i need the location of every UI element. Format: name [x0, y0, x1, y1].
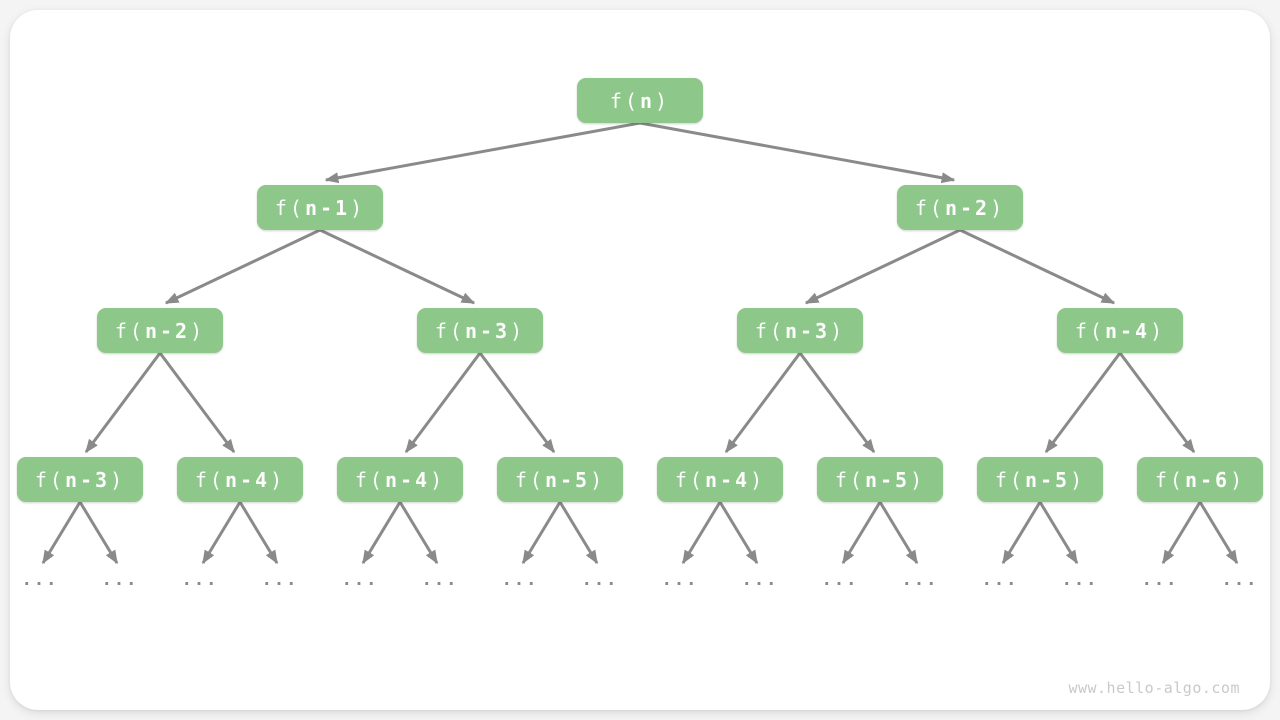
node-label-prefix: f(: [1154, 467, 1185, 492]
tree-node: f(n-6): [1137, 457, 1263, 502]
node-label-suffix: ): [270, 467, 286, 492]
ellipsis-label: ...: [21, 570, 59, 590]
node-label-suffix: ): [830, 318, 846, 343]
node-label-arg: n-3: [464, 318, 511, 343]
node-label-arg: n-5: [864, 467, 911, 492]
ellipsis-label: ...: [1221, 570, 1259, 590]
node-label-prefix: f(: [434, 318, 465, 343]
node-label-suffix: ): [110, 467, 126, 492]
node-label-prefix: f(: [194, 467, 225, 492]
node-label-arg: n: [640, 88, 656, 113]
tree-node: f(n-2): [97, 308, 223, 353]
ellipsis-label: ...: [1141, 570, 1179, 590]
node-label-suffix: ): [1150, 318, 1166, 343]
node-label-suffix: ): [1230, 467, 1246, 492]
node-label-prefix: f(: [834, 467, 865, 492]
node-label-prefix: f(: [914, 195, 945, 220]
tree-node: f(n-5): [817, 457, 943, 502]
node-label-suffix: ): [910, 467, 926, 492]
tree-node: f(n-4): [1057, 308, 1183, 353]
tree-node: f(n-4): [337, 457, 463, 502]
ellipsis-label: ...: [101, 570, 139, 590]
node-label-suffix: ): [655, 88, 671, 113]
node-label-prefix: f(: [354, 467, 385, 492]
node-label-arg: n-6: [1184, 467, 1231, 492]
node-label-suffix: ): [590, 467, 606, 492]
node-label-arg: n-4: [384, 467, 431, 492]
node-label-suffix: ): [990, 195, 1006, 220]
node-label-prefix: f(: [274, 195, 305, 220]
ellipsis-label: ...: [581, 570, 619, 590]
node-label-arg: n-1: [304, 195, 351, 220]
node-label-suffix: ): [190, 318, 206, 343]
node-label-prefix: f(: [609, 88, 640, 113]
tree-node: f(n-1): [257, 185, 383, 230]
node-label-suffix: ): [350, 195, 366, 220]
tree-node: f(n-3): [17, 457, 143, 502]
node-label-arg: n-2: [944, 195, 991, 220]
node-label-arg: n-3: [784, 318, 831, 343]
node-label-prefix: f(: [34, 467, 65, 492]
tree-node: f(n-4): [657, 457, 783, 502]
node-label-arg: n-3: [64, 467, 111, 492]
node-label-suffix: ): [750, 467, 766, 492]
ellipsis-label: ...: [501, 570, 539, 590]
ellipsis-label: ...: [821, 570, 859, 590]
node-label-suffix: ): [510, 318, 526, 343]
ellipsis-label: ...: [741, 570, 779, 590]
node-label-prefix: f(: [754, 318, 785, 343]
node-label-prefix: f(: [114, 318, 145, 343]
tree-node: f(n-4): [177, 457, 303, 502]
node-label-arg: n-4: [1104, 318, 1151, 343]
node-label-prefix: f(: [1074, 318, 1105, 343]
tree-node: f(n-3): [417, 308, 543, 353]
node-label-arg: n-4: [224, 467, 271, 492]
ellipsis-label: ...: [661, 570, 699, 590]
ellipsis-label: ...: [181, 570, 219, 590]
tree-node: f(n-3): [737, 308, 863, 353]
watermark: www.hello-algo.com: [1068, 679, 1240, 697]
ellipsis-label: ...: [341, 570, 379, 590]
ellipsis-label: ...: [421, 570, 459, 590]
node-label-prefix: f(: [994, 467, 1025, 492]
tree-node: f(n-5): [497, 457, 623, 502]
ellipsis-label: ...: [981, 570, 1019, 590]
tree-node: f(n): [577, 78, 703, 123]
tree-node: f(n-5): [977, 457, 1103, 502]
node-label-arg: n-5: [544, 467, 591, 492]
tree-node: f(n-2): [897, 185, 1023, 230]
ellipsis-label: ...: [901, 570, 939, 590]
node-label-prefix: f(: [674, 467, 705, 492]
node-label-arg: n-2: [144, 318, 191, 343]
node-label-arg: n-4: [704, 467, 751, 492]
ellipsis-label: ...: [1061, 570, 1099, 590]
node-label-arg: n-5: [1024, 467, 1071, 492]
node-label-suffix: ): [1070, 467, 1086, 492]
node-label-suffix: ): [430, 467, 446, 492]
ellipsis-label: ...: [261, 570, 299, 590]
node-label-prefix: f(: [514, 467, 545, 492]
